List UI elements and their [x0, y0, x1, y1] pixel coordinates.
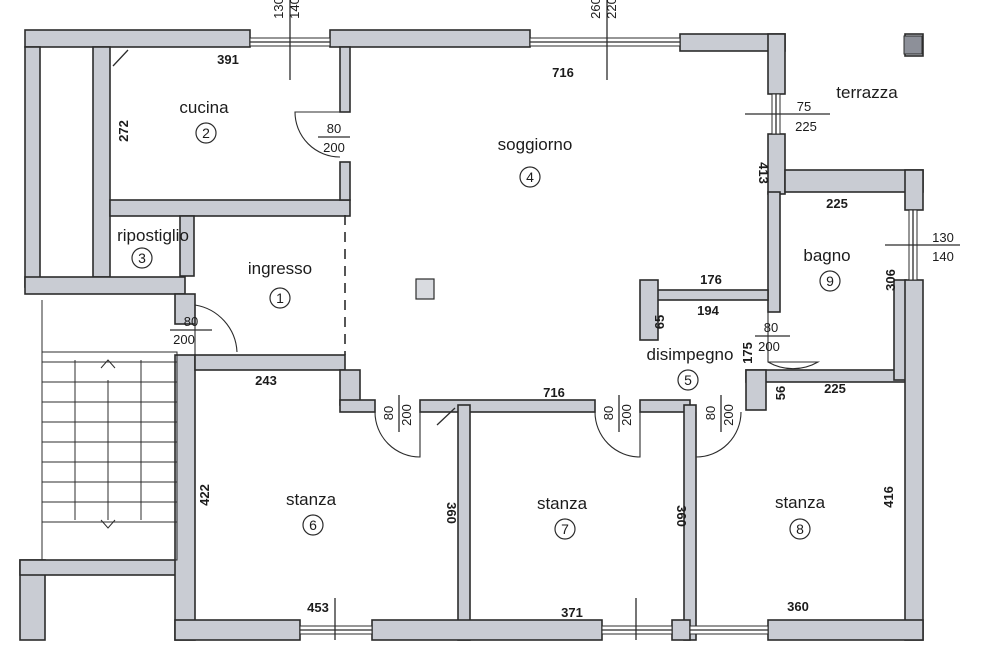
room-number-circle — [269, 287, 291, 309]
room-name-stanza-8: stanza — [775, 493, 826, 512]
room-name-terrazza: terrazza — [836, 83, 898, 102]
dim-stanza8-side: 56 — [773, 386, 788, 400]
svg-text:260: 260 — [588, 0, 603, 19]
room-number-soggiorno: 4 — [526, 169, 534, 185]
dim-stanza7-bottom: 371 — [561, 605, 583, 620]
room-number-disimpegno: 5 — [684, 372, 692, 388]
door-dim-bagno: 80 200 — [755, 320, 790, 354]
dim-stanza8-height: 416 — [881, 486, 896, 508]
column-square — [903, 35, 923, 55]
dim-stanza8-bottom: 360 — [787, 599, 809, 614]
windows — [249, 37, 918, 635]
svg-text:200: 200 — [721, 404, 736, 426]
svg-text:130: 130 — [932, 230, 954, 245]
walls — [19, 29, 924, 641]
door-dim-cucina: 80 200 — [318, 121, 350, 155]
dim-stanza6-top: 243 — [255, 373, 277, 388]
svg-text:80: 80 — [327, 121, 341, 136]
svg-text:200: 200 — [399, 404, 414, 426]
svg-text:220: 220 — [604, 0, 619, 19]
room-name-soggiorno: soggiorno — [498, 135, 573, 154]
svg-text:80: 80 — [381, 406, 396, 420]
room-number-circle — [819, 270, 841, 292]
room-number-circle — [789, 518, 811, 540]
dim-stanza8-top: 225 — [824, 381, 846, 396]
window-dim-terrazza: 75 225 — [795, 99, 817, 134]
window-dim-top-center: 260 220 — [588, 0, 619, 19]
room-number-stanza-7: 7 — [561, 521, 569, 537]
window-dim-bagno: 130 140 — [932, 230, 954, 264]
dim-stanza6-left: 422 — [197, 484, 212, 506]
room-name-ripostiglio: ripostiglio — [117, 226, 189, 245]
room-name-cucina: cucina — [179, 98, 229, 117]
room-number-circle — [195, 122, 217, 144]
svg-text:200: 200 — [758, 339, 780, 354]
room-number-circle — [131, 247, 153, 269]
room-name-ingresso: ingresso — [248, 259, 312, 278]
svg-text:80: 80 — [764, 320, 778, 335]
svg-text:130: 130 — [271, 0, 286, 19]
svg-text:80: 80 — [703, 406, 718, 420]
dim-soggiorno-sub: 176 — [700, 272, 722, 287]
room-name-stanza-6: stanza — [286, 490, 337, 509]
dim-stanza7-height: 360 — [674, 505, 689, 527]
door-swings — [194, 111, 821, 458]
dim-stanza6-bottom: 453 — [307, 600, 329, 615]
svg-text:80: 80 — [184, 314, 198, 329]
dim-cucina-height: 272 — [116, 120, 131, 142]
room-name-stanza-7: stanza — [537, 494, 588, 513]
dim-stanza7-top: 716 — [543, 385, 565, 400]
svg-text:200: 200 — [173, 332, 195, 347]
svg-text:140: 140 — [932, 249, 954, 264]
room-name-bagno: bagno — [803, 246, 850, 265]
dim-disimpegno-width: 194 — [697, 303, 719, 318]
dim-stanza6-right: 360 — [444, 502, 459, 524]
svg-text:80: 80 — [601, 406, 616, 420]
svg-text:75: 75 — [797, 99, 811, 114]
dim-cucina-width: 391 — [217, 52, 239, 67]
room-number-stanza-8: 8 — [796, 521, 804, 537]
dim-disimpegno-height: 175 — [740, 342, 755, 364]
door-dim-ingresso: 80 200 — [170, 314, 212, 347]
corner-mark — [436, 407, 456, 426]
room-number-circle — [554, 518, 576, 540]
room-number-circle — [302, 514, 324, 536]
room-number-circle — [519, 166, 541, 188]
room-number-ingresso: 1 — [276, 290, 284, 306]
door-dim-stanza8: 80 200 — [703, 395, 736, 432]
room-number-circle — [677, 369, 699, 391]
dim-bagno-width: 225 — [826, 196, 848, 211]
dim-disimpegno-side: 65 — [652, 315, 667, 329]
column-square — [415, 278, 435, 300]
room-number-ripostiglio: 3 — [138, 250, 146, 266]
door-dim-stanza6: 80 200 — [381, 395, 414, 432]
svg-text:200: 200 — [619, 404, 634, 426]
room-number-stanza-6: 6 — [309, 517, 317, 533]
svg-text:200: 200 — [323, 140, 345, 155]
room-name-disimpegno: disimpegno — [647, 345, 734, 364]
window-dim-top-left: 130 140 — [271, 0, 302, 19]
room-number-bagno: 9 — [826, 273, 834, 289]
dim-soggiorno-height: 413 — [756, 162, 771, 184]
room-number-cucina: 2 — [202, 125, 210, 141]
svg-text:140: 140 — [287, 0, 302, 19]
svg-text:225: 225 — [795, 119, 817, 134]
staircase — [41, 300, 178, 561]
dim-soggiorno-width: 716 — [552, 65, 574, 80]
door-dim-stanza7: 80 200 — [601, 395, 634, 432]
dim-bagno-height: 306 — [883, 269, 898, 291]
corner-mark — [112, 49, 129, 67]
